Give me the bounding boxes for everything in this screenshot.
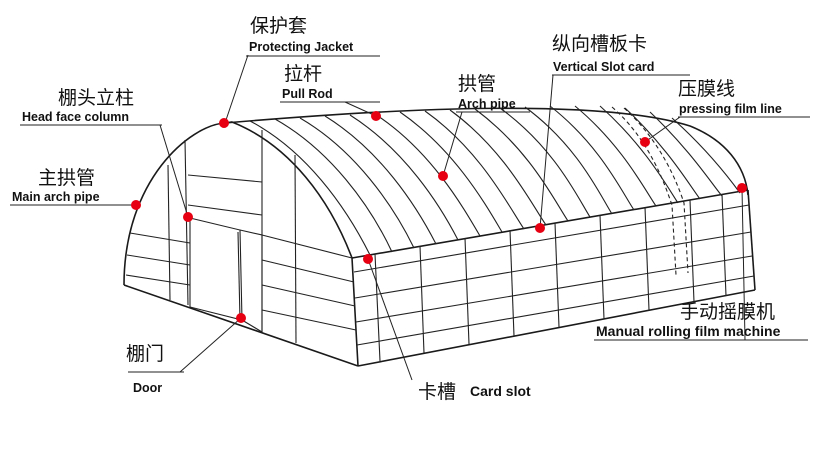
marker-manual-rolling <box>737 183 747 193</box>
label-main-arch-pipe-cn: 主拱管 <box>38 167 95 189</box>
marker-pressing-film-line <box>640 137 650 147</box>
label-card-slot-cn: 卡槽 <box>418 381 456 403</box>
marker-vertical-slot-card <box>535 223 545 233</box>
label-vertical-slot-card-cn: 纵向槽板卡 <box>552 33 647 55</box>
side-wall-rails <box>353 204 755 346</box>
back-end-post <box>747 189 756 291</box>
greenhouse-door <box>189 217 263 333</box>
label-door-cn: 棚门 <box>126 343 164 365</box>
marker-head-face-column <box>183 212 193 222</box>
markers <box>131 111 747 323</box>
label-card-slot-en: Card slot <box>470 383 531 399</box>
label-main-arch-pipe-en: Main arch pipe <box>12 190 100 204</box>
marker-card-slot <box>363 254 373 264</box>
leader-lines <box>10 54 810 381</box>
label-arch-pipe-cn: 拱管 <box>458 73 496 95</box>
label-head-face-column-en: Head face column <box>22 110 129 124</box>
label-pressing-film-line-en: pressing film line <box>679 102 782 116</box>
label-pressing-film-line-cn: 压膜线 <box>678 78 735 100</box>
ground-line-front <box>123 284 359 367</box>
label-vertical-slot-card-en: Vertical Slot card <box>553 60 654 74</box>
roof-arch-pipes <box>249 105 741 256</box>
ground-line-side <box>357 289 756 367</box>
marker-arch-pipe <box>438 171 448 181</box>
side-eave <box>351 189 749 259</box>
label-manual-rolling-cn: 手动摇膜机 <box>680 301 775 323</box>
pressing-film-line-a <box>611 106 677 276</box>
label-protecting-jacket-cn: 保护套 <box>250 15 307 37</box>
label-manual-rolling-en: Manual rolling film machine <box>596 323 781 339</box>
marker-main-arch-pipe <box>131 200 141 210</box>
label-pull-rod-en: Pull Rod <box>282 87 333 101</box>
roof-ridge <box>224 107 749 196</box>
label-head-face-column-cn: 棚头立柱 <box>58 87 134 109</box>
label-door-en: Door <box>133 381 162 395</box>
front-gable-frame <box>125 130 357 344</box>
label-protecting-jacket-en: Protecting Jacket <box>249 40 354 54</box>
pressing-film-line-b <box>623 107 689 274</box>
label-pull-rod-cn: 拉杆 <box>284 63 322 85</box>
marker-pull-rod <box>371 111 381 121</box>
labels: 保护套 Protecting Jacket 拉杆 Pull Rod 拱管 Arc… <box>12 15 782 403</box>
label-arch-pipe-en: Arch pipe <box>458 97 516 111</box>
front-arch <box>123 121 359 367</box>
marker-protecting-jacket <box>219 118 229 128</box>
greenhouse-structure <box>123 105 756 367</box>
marker-door <box>236 313 246 323</box>
